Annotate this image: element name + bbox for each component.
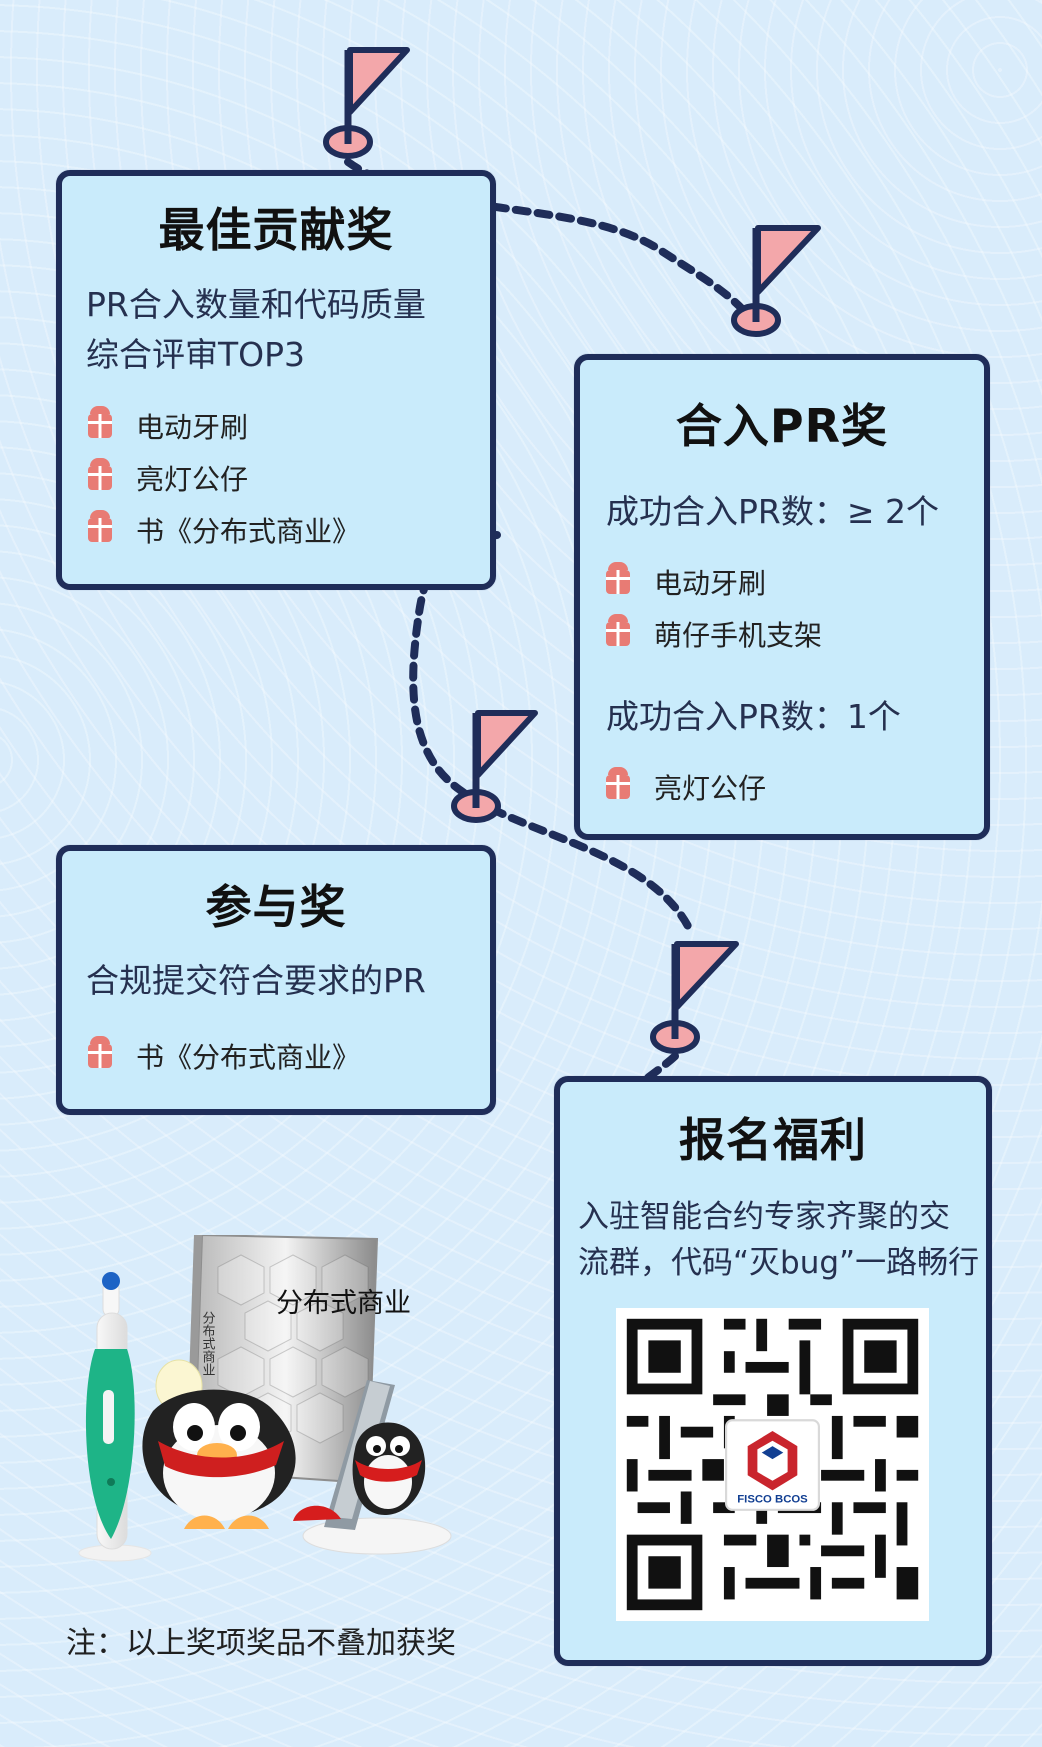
prize-label: 电动牙刷	[654, 567, 767, 600]
gift-icon	[606, 562, 630, 594]
award-note: 注：以上奖项奖品不叠加获奖	[66, 1626, 456, 1661]
prize-item: 亮灯公仔	[606, 767, 767, 806]
prize-label: 亮灯公仔	[136, 463, 249, 496]
gift-icon	[88, 1036, 112, 1068]
book-spine-title: 分布式商业	[200, 1311, 216, 1376]
best-contribution-line-1: PR合入数量和代码质量	[86, 285, 426, 324]
flag-icon	[731, 225, 821, 337]
participation-card: 参与奖 合规提交符合要求的PR 书《分布式商业》	[56, 845, 496, 1115]
phone-stand-image	[293, 1380, 452, 1555]
signup-title: 报名福利	[679, 1113, 867, 1167]
prize-products-illustration: 分布式商业 分布式商业	[66, 1233, 481, 1575]
prize-label: 萌仔手机支架	[654, 619, 823, 652]
prize-item: 书《分布式商业》	[88, 1036, 361, 1075]
participation-title: 参与奖	[205, 880, 347, 934]
qr-logo-text: FISCO BCOS	[737, 1493, 808, 1505]
prize-item: 萌仔手机支架	[606, 614, 823, 653]
flag-icon	[650, 941, 739, 1054]
prize-item: 电动牙刷	[88, 406, 249, 445]
flag-icon	[323, 47, 410, 159]
best-contribution-title: 最佳贡献奖	[158, 203, 394, 257]
best-contribution-card: 最佳贡献奖 PR合入数量和代码质量 综合评审TOP3 电动牙刷 亮灯公仔 书《分…	[56, 170, 496, 590]
prize-item: 亮灯公仔	[88, 458, 249, 497]
merge-requirement-one: 成功合入PR数：1个	[606, 697, 901, 736]
gift-icon	[606, 614, 630, 646]
signup-line-1: 入驻智能合约专家齐聚的交	[578, 1199, 950, 1235]
book-cover-title: 分布式商业	[276, 1288, 411, 1319]
gift-icon	[88, 510, 112, 542]
prize-label: 亮灯公仔	[654, 772, 767, 805]
gift-icon	[88, 406, 112, 438]
qr-code-graphic: FISCO BCOS	[616, 1308, 929, 1621]
gift-icon	[606, 767, 630, 799]
products-svg: 分布式商业 分布式商业	[78, 1233, 452, 1562]
toothbrush-image	[78, 1272, 152, 1562]
merge-pr-title: 合入PR奖	[675, 399, 889, 453]
merge-requirement-two: 成功合入PR数：≥ 2个	[606, 492, 939, 531]
bulb-penguin-image	[142, 1359, 296, 1529]
gift-icon	[88, 458, 112, 490]
prize-item: 电动牙刷	[606, 562, 767, 601]
flag-icon	[451, 710, 538, 823]
qr-code[interactable]: FISCO BCOS	[616, 1308, 929, 1621]
merge-pr-card: 合入PR奖 成功合入PR数：≥ 2个 电动牙刷 萌仔手机支架 成功合入PR数：1…	[574, 354, 990, 840]
signup-line-2: 流群，代码“灭bug”一路畅行	[578, 1245, 980, 1281]
prize-item: 书《分布式商业》	[88, 510, 361, 549]
prize-label: 书《分布式商业》	[136, 515, 361, 548]
participation-line: 合规提交符合要求的PR	[86, 961, 426, 1000]
best-contribution-line-2: 综合评审TOP3	[86, 335, 306, 374]
prize-label: 书《分布式商业》	[136, 1041, 361, 1074]
prize-label: 电动牙刷	[136, 411, 249, 444]
